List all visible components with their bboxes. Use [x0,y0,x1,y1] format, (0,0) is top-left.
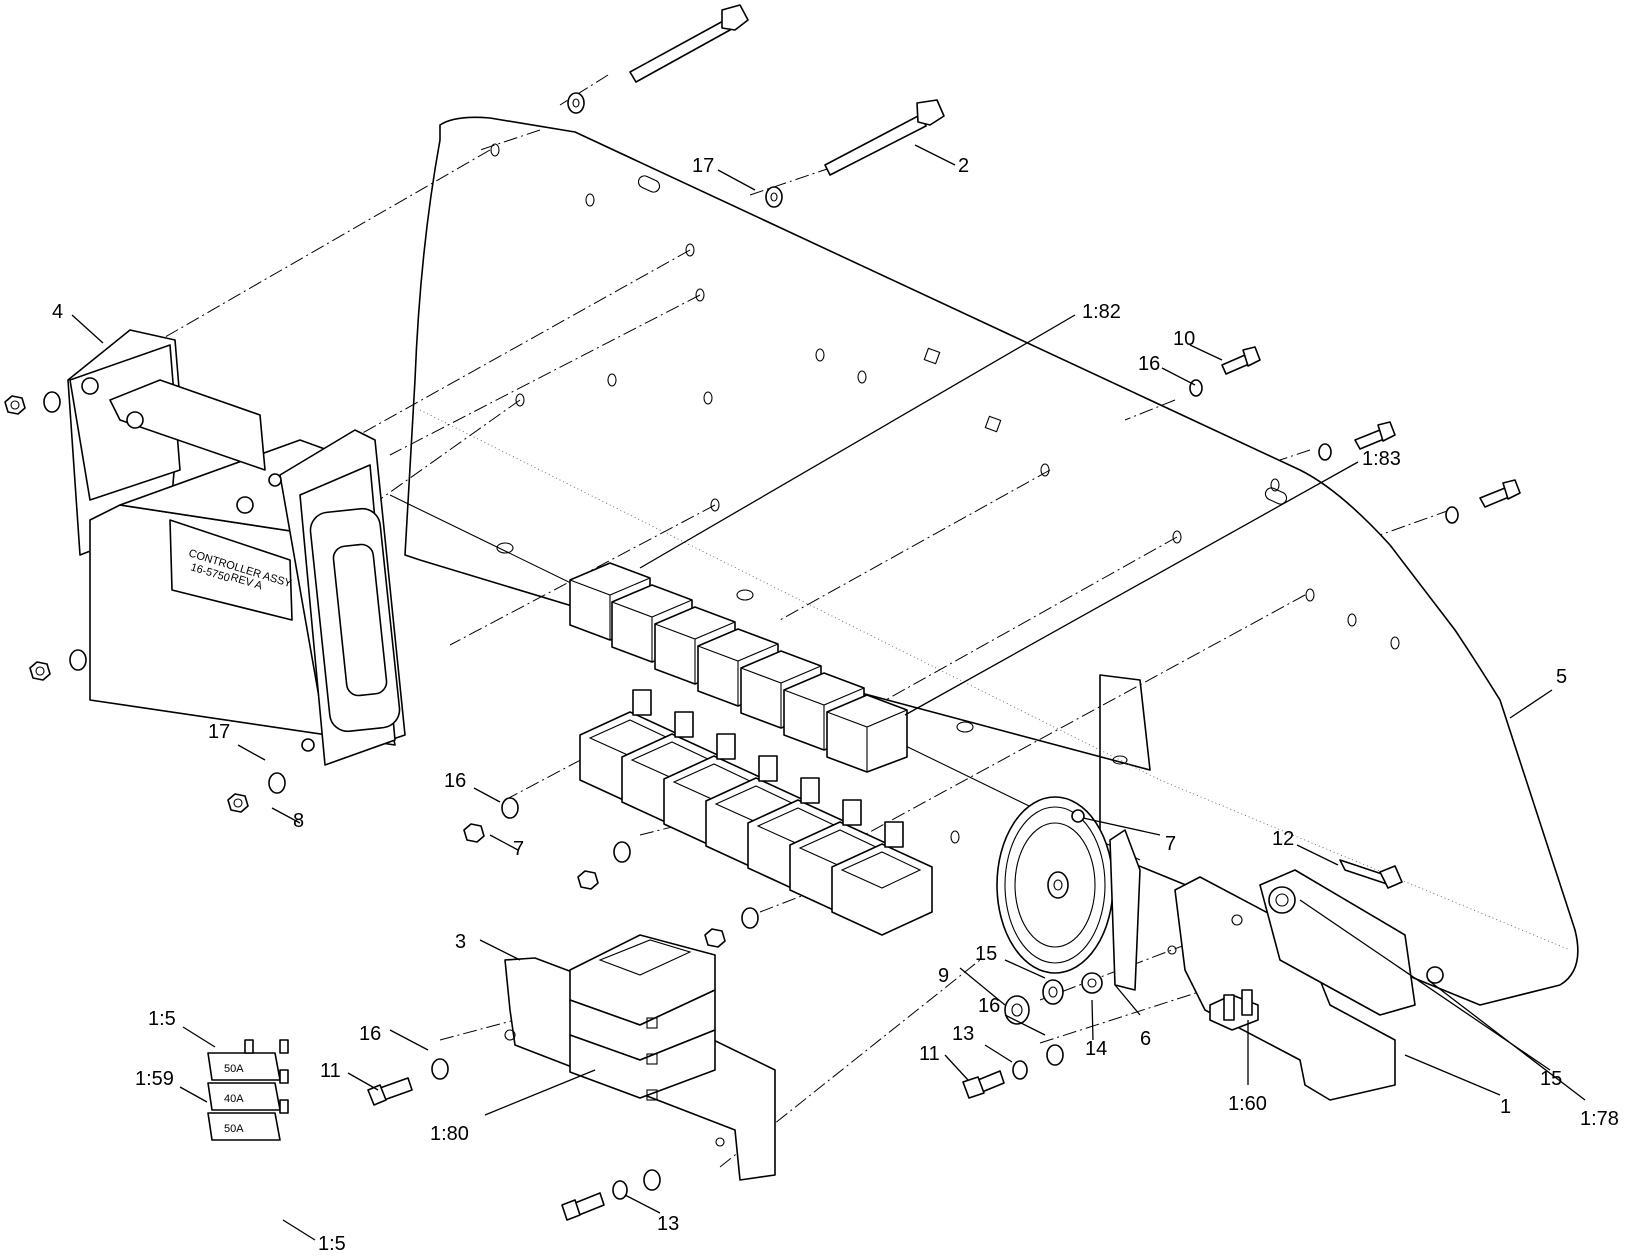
callout-1-82: 1:82 [1082,301,1121,323]
callout-15: 15 [1540,1068,1562,1090]
callout-14: 14 [1085,1038,1107,1060]
callout-7: 7 [513,838,524,860]
callout-4: 4 [52,301,63,323]
callout-1-59: 1:59 [135,1068,174,1090]
long-bolt-2 [765,99,945,208]
fuse-bottom [207,1099,289,1141]
relay-7 [826,694,908,773]
bracket-assembly [1167,859,1444,1101]
right-bolts [1189,346,1521,524]
callout-1-5: 1:5 [318,1233,346,1255]
callout-1-5: 1:5 [148,1008,176,1030]
callout-2: 2 [958,155,969,177]
callout-6: 6 [1140,1028,1151,1050]
horn [996,796,1141,991]
callout-11: 11 [919,1043,940,1065]
callout-8: 8 [293,810,304,832]
callout-1: 1 [1500,1096,1511,1118]
horn-fasteners [1004,972,1103,1025]
callout-3: 3 [455,931,466,953]
long-bolt-top [567,4,749,114]
callout-16: 16 [978,995,1000,1017]
switch-1-60 [1209,989,1259,1031]
bottom-bolts [367,1044,1064,1221]
callout-5: 5 [1556,666,1567,688]
callout-16: 16 [1138,353,1160,375]
mounting-plate [389,116,1579,1006]
socket-fasteners [463,797,759,948]
callout-12: 12 [1272,828,1294,850]
fuse-middle [207,1069,289,1111]
callout-16: 16 [359,1023,381,1045]
callout-13: 13 [952,1023,974,1045]
callout-17: 17 [208,721,230,743]
controller-assembly: CONTROLLER ASSY 16-5750 REV A [67,329,406,766]
callout-15: 15 [975,943,997,965]
callout-10: 10 [1173,328,1195,350]
callout-1-80: 1:80 [430,1123,469,1145]
callout-17: 17 [692,155,714,177]
callout-1-78: 1:78 [1580,1108,1619,1130]
callout-9: 9 [938,965,949,987]
callouts: 2 17 4 1:82 10 16 1:83 5 17 8 16 7 7 12 … [52,155,1619,1255]
callout-1-83: 1:83 [1362,448,1401,470]
callout-1-60: 1:60 [1228,1093,1267,1115]
relay-sockets [579,689,933,936]
callout-7: 7 [1165,833,1176,855]
fuse-top [207,1039,289,1081]
fuse-blocks [569,934,716,1101]
callout-11: 11 [320,1060,341,1082]
fuse-stack: 50A 40A 50A [207,1039,289,1141]
leader-lines [71,144,1586,1241]
fuse-bottom-rating: 50A [224,1123,244,1135]
controller-fasteners [4,391,286,813]
callout-13: 13 [657,1213,679,1235]
callout-16: 16 [444,770,466,792]
fuse-middle-rating: 40A [224,1093,244,1105]
relay-row [569,562,908,773]
fuse-top-rating: 50A [224,1063,244,1075]
